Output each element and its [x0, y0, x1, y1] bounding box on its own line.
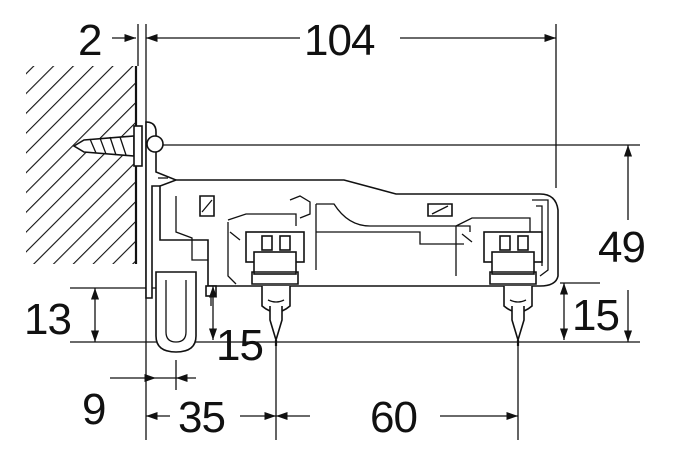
runner-hook-right [511, 306, 525, 346]
runner-hook-left [269, 306, 283, 346]
rail-screw [205, 285, 217, 306]
dim-label-hook-spacing: 60 [370, 393, 417, 442]
dim-label-hook-drop-right: 15 [572, 291, 619, 340]
wall-hatch [26, 66, 138, 264]
dim-label-hook-offset-left: 13 [24, 295, 71, 344]
dim-label-hook-drop-left: 15 [216, 321, 263, 370]
bracket [145, 121, 177, 299]
dim-label-total-width: 104 [304, 16, 375, 65]
runner-left [245, 231, 305, 313]
dimension-arrows [90, 33, 633, 421]
end-hook [155, 271, 197, 353]
screw-icon [72, 125, 143, 167]
runner-right [483, 231, 543, 313]
dim-label-wall-gap: 2 [78, 16, 101, 65]
dim-label-first-hook-distance: 35 [178, 393, 225, 442]
dim-label-height: 49 [598, 223, 645, 272]
dim-label-hook-thickness: 9 [82, 385, 105, 434]
